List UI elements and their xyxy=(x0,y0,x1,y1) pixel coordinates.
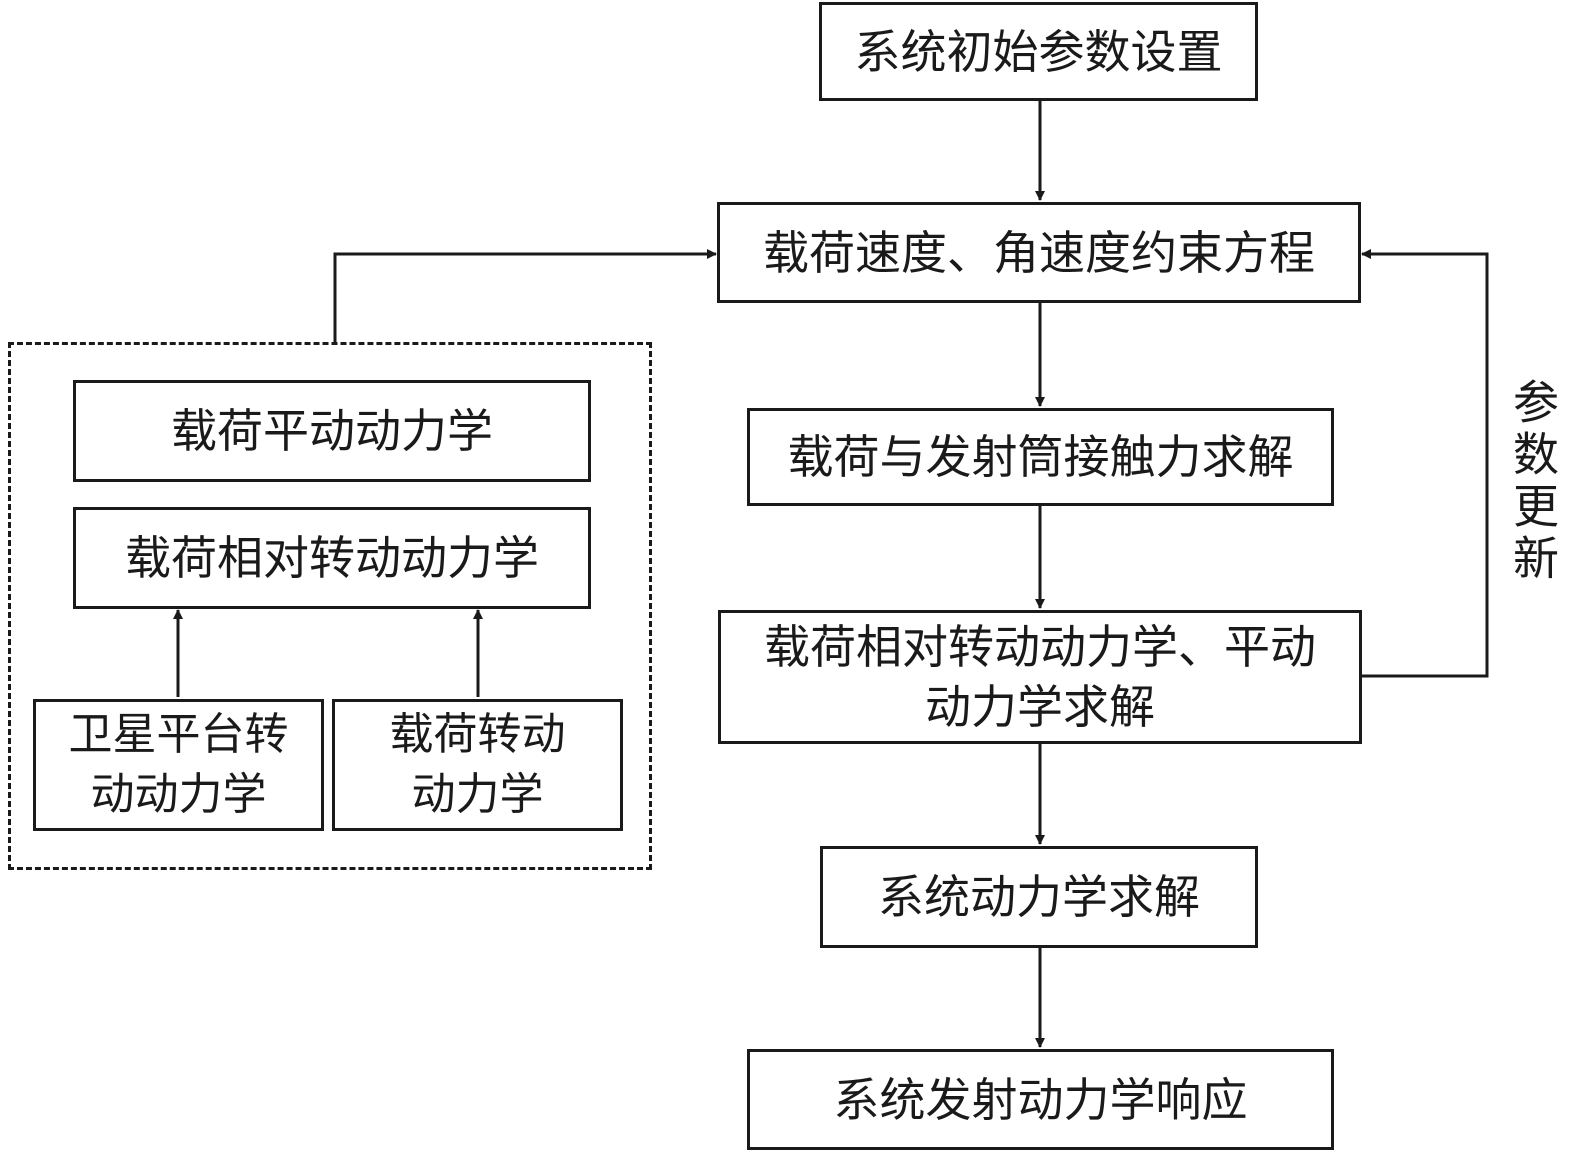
arrow-feedback-loop xyxy=(1360,249,1489,678)
payload-translation-label: 载荷平动动力学 xyxy=(171,404,493,458)
relative-dynamics-solve-box: 载荷相对转动动力学、平动 动力学求解 xyxy=(718,610,1362,744)
relative-dynamics-solve-label-line2: 动力学求解 xyxy=(925,680,1155,734)
payload-relative-rotation-label: 载荷相对转动动力学 xyxy=(125,531,539,585)
dynamics-group-frame xyxy=(8,342,652,870)
payload-rotation-box: 载荷转动 动力学 xyxy=(332,699,623,831)
init-params-box: 系统初始参数设置 xyxy=(819,2,1258,101)
system-dynamics-solve-box: 系统动力学求解 xyxy=(820,846,1258,948)
constraint-equation-box: 载荷速度、角速度约束方程 xyxy=(717,202,1361,303)
relative-dynamics-solve-label-line1: 载荷相对转动动力学、平动 xyxy=(764,620,1316,674)
satellite-rotation-label-line1: 卫星平台转 xyxy=(68,709,289,760)
payload-translation-box: 载荷平动动力学 xyxy=(73,380,591,482)
satellite-rotation-label-line2: 动动力学 xyxy=(90,769,267,820)
system-dynamics-solve-label: 系统动力学求解 xyxy=(878,870,1200,924)
launch-response-label: 系统发射动力学响应 xyxy=(833,1072,1248,1127)
parameter-update-label: 参数更新 xyxy=(1506,378,1560,586)
launch-response-box: 系统发射动力学响应 xyxy=(747,1049,1334,1150)
payload-rotation-label-line2: 动力学 xyxy=(411,769,544,820)
contact-force-label: 载荷与发射筒接触力求解 xyxy=(787,430,1294,484)
payload-relative-rotation-box: 载荷相对转动动力学 xyxy=(73,507,591,609)
contact-force-box: 载荷与发射筒接触力求解 xyxy=(747,408,1334,506)
satellite-rotation-box: 卫星平台转 动动力学 xyxy=(33,699,324,831)
constraint-equation-label: 载荷速度、角速度约束方程 xyxy=(763,225,1315,280)
init-params-label: 系统初始参数设置 xyxy=(854,24,1223,79)
arrow-group-to-constraint xyxy=(333,249,717,342)
payload-rotation-label-line1: 载荷转动 xyxy=(389,709,566,760)
